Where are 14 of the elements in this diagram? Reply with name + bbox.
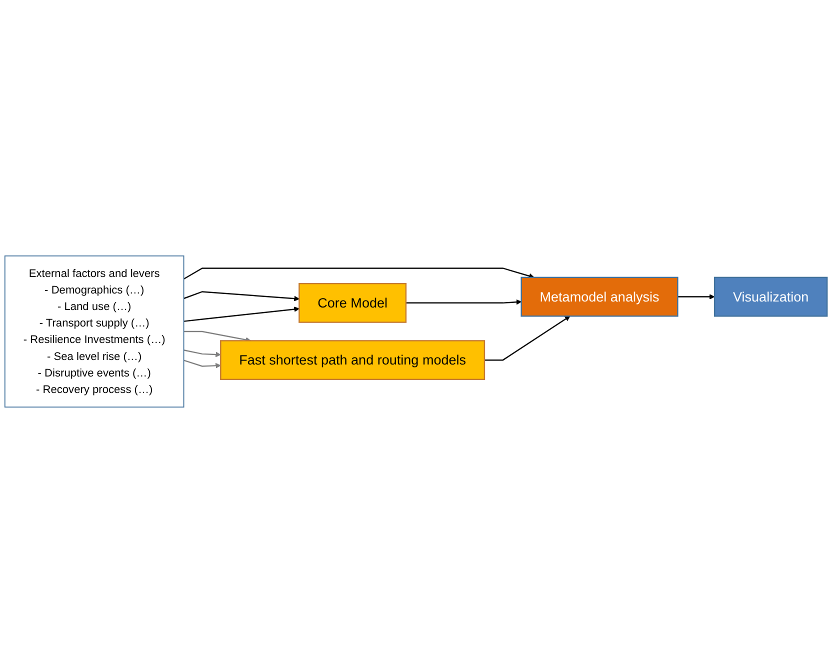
arrow: [678, 294, 715, 300]
arrow: [484, 316, 570, 361]
node-box: Core Model: [298, 282, 407, 323]
arrow: [184, 350, 221, 358]
node-box: External factors and levers - Demographics (…) - Land use (…) - Transport supply (…) - Resilience Investments (…) - Sea level rise (…) - Disruptive events (…) - Recovery process (…): [4, 255, 184, 408]
node-box: Metamodel analysis: [520, 276, 678, 317]
arrow: [184, 291, 300, 302]
node-box: Visualization: [714, 276, 828, 317]
node-box: Fast shortest path and routing models: [220, 340, 486, 380]
arrow: [406, 299, 522, 305]
arrow: [183, 268, 534, 280]
arrow: [184, 360, 221, 368]
arrow: [184, 330, 251, 342]
arrow: [184, 306, 300, 322]
